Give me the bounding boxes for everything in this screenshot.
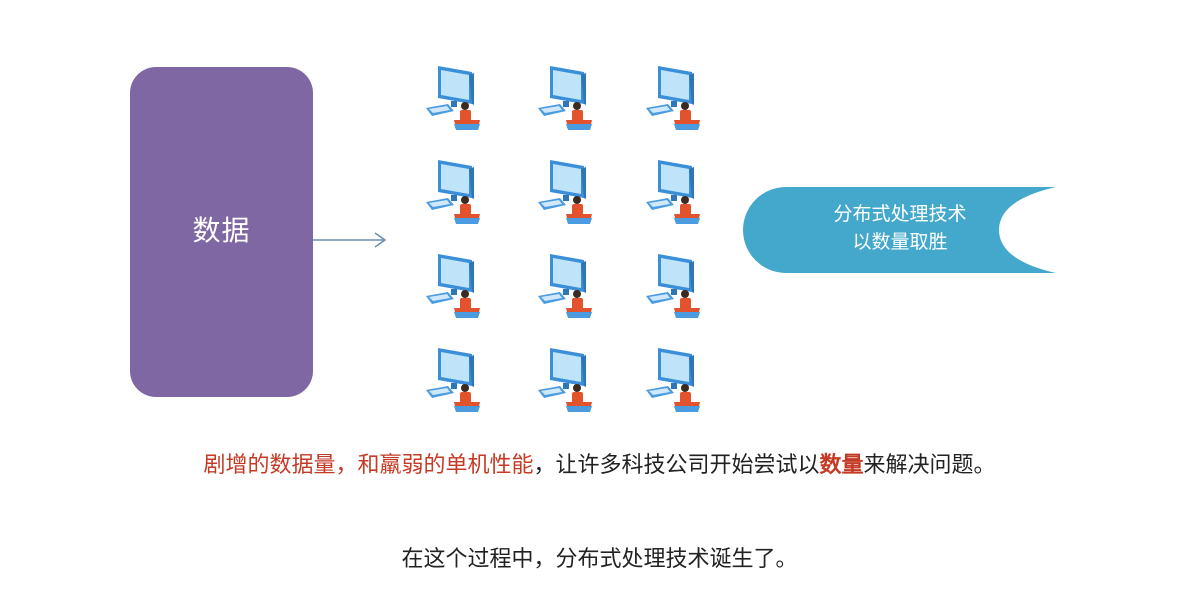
bubble-text: 分布式处理技术 以数量取胜 bbox=[790, 200, 1010, 256]
data-box-label: 数据 bbox=[192, 214, 251, 247]
computer-icon bbox=[530, 252, 596, 320]
computer-icon bbox=[418, 346, 484, 414]
caption-line-2: 在这个过程中，分布式处理技术诞生了。 bbox=[401, 547, 798, 572]
caption-middle: ，让许多科技公司开始尝试以 bbox=[533, 453, 820, 478]
bubble-line-2: 以数量取胜 bbox=[852, 231, 948, 253]
computer-grid bbox=[410, 60, 710, 420]
caption-red-phrase: 剧增的数据量，和羸弱的单机性能 bbox=[203, 453, 534, 478]
data-box: 数据 bbox=[130, 67, 313, 397]
bubble-shape bbox=[743, 187, 1056, 273]
bubble-line-1: 分布式处理技术 bbox=[833, 203, 967, 225]
computer-icon bbox=[418, 252, 484, 320]
computer-icon bbox=[638, 64, 704, 132]
computer-icon bbox=[530, 346, 596, 414]
computer-icon bbox=[418, 158, 484, 226]
arrow-icon bbox=[313, 232, 387, 248]
caption-highlight: 数量 bbox=[819, 453, 864, 478]
caption-end: 来解决问题。 bbox=[863, 453, 996, 478]
computer-icon bbox=[530, 158, 596, 226]
computer-icon bbox=[638, 252, 704, 320]
caption-line-1: 剧增的数据量，和羸弱的单机性能，让许多科技公司开始尝试以数量来解决问题。 bbox=[0, 447, 1199, 479]
computer-icon bbox=[638, 346, 704, 414]
computer-icon bbox=[638, 158, 704, 226]
computer-icon bbox=[418, 64, 484, 132]
computer-icon bbox=[530, 64, 596, 132]
